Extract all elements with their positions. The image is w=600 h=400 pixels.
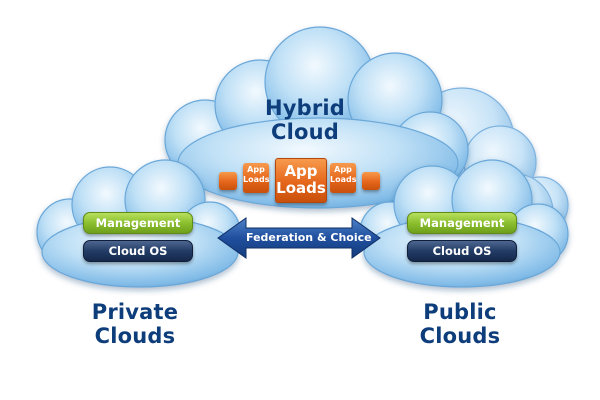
app-loads-box-main: App Loads xyxy=(275,158,327,203)
hybrid-cloud-title-line1: Hybrid xyxy=(264,96,346,120)
app-loads-box-left: App Loads xyxy=(243,163,269,193)
public-clouds-title: Public Clouds xyxy=(405,300,515,348)
app-loads-main-line2: Loads xyxy=(276,179,326,197)
federation-arrow xyxy=(217,217,381,259)
public-clouds-title-line2: Clouds xyxy=(419,324,501,348)
private-clouds-title-line1: Private xyxy=(91,300,179,324)
private-management-bar: Management xyxy=(83,212,193,234)
public-cloud-os-bar: Cloud OS xyxy=(407,240,517,262)
public-management-bar: Management xyxy=(407,212,517,234)
private-clouds-title: Private Clouds xyxy=(80,300,190,348)
federation-label: Federation & Choice xyxy=(246,231,372,244)
app-loads-right-line1: App xyxy=(334,165,352,174)
private-clouds-title-line2: Clouds xyxy=(94,324,176,348)
app-loads-left-line1: App xyxy=(247,165,265,174)
app-loads-main-line1: App xyxy=(284,162,318,180)
app-loads-stub-left xyxy=(219,172,237,190)
app-loads-left-line2: Loads xyxy=(243,175,270,184)
app-loads-right-line2: Loads xyxy=(330,175,357,184)
app-loads-box-right: App Loads xyxy=(330,163,356,193)
app-loads-stub-right xyxy=(362,172,380,190)
private-cloud-os-bar: Cloud OS xyxy=(83,240,193,262)
hybrid-cloud-title-line2: Cloud xyxy=(270,120,340,144)
public-clouds-title-line1: Public xyxy=(423,300,497,324)
hybrid-cloud-title: Hybrid Cloud xyxy=(250,96,360,144)
